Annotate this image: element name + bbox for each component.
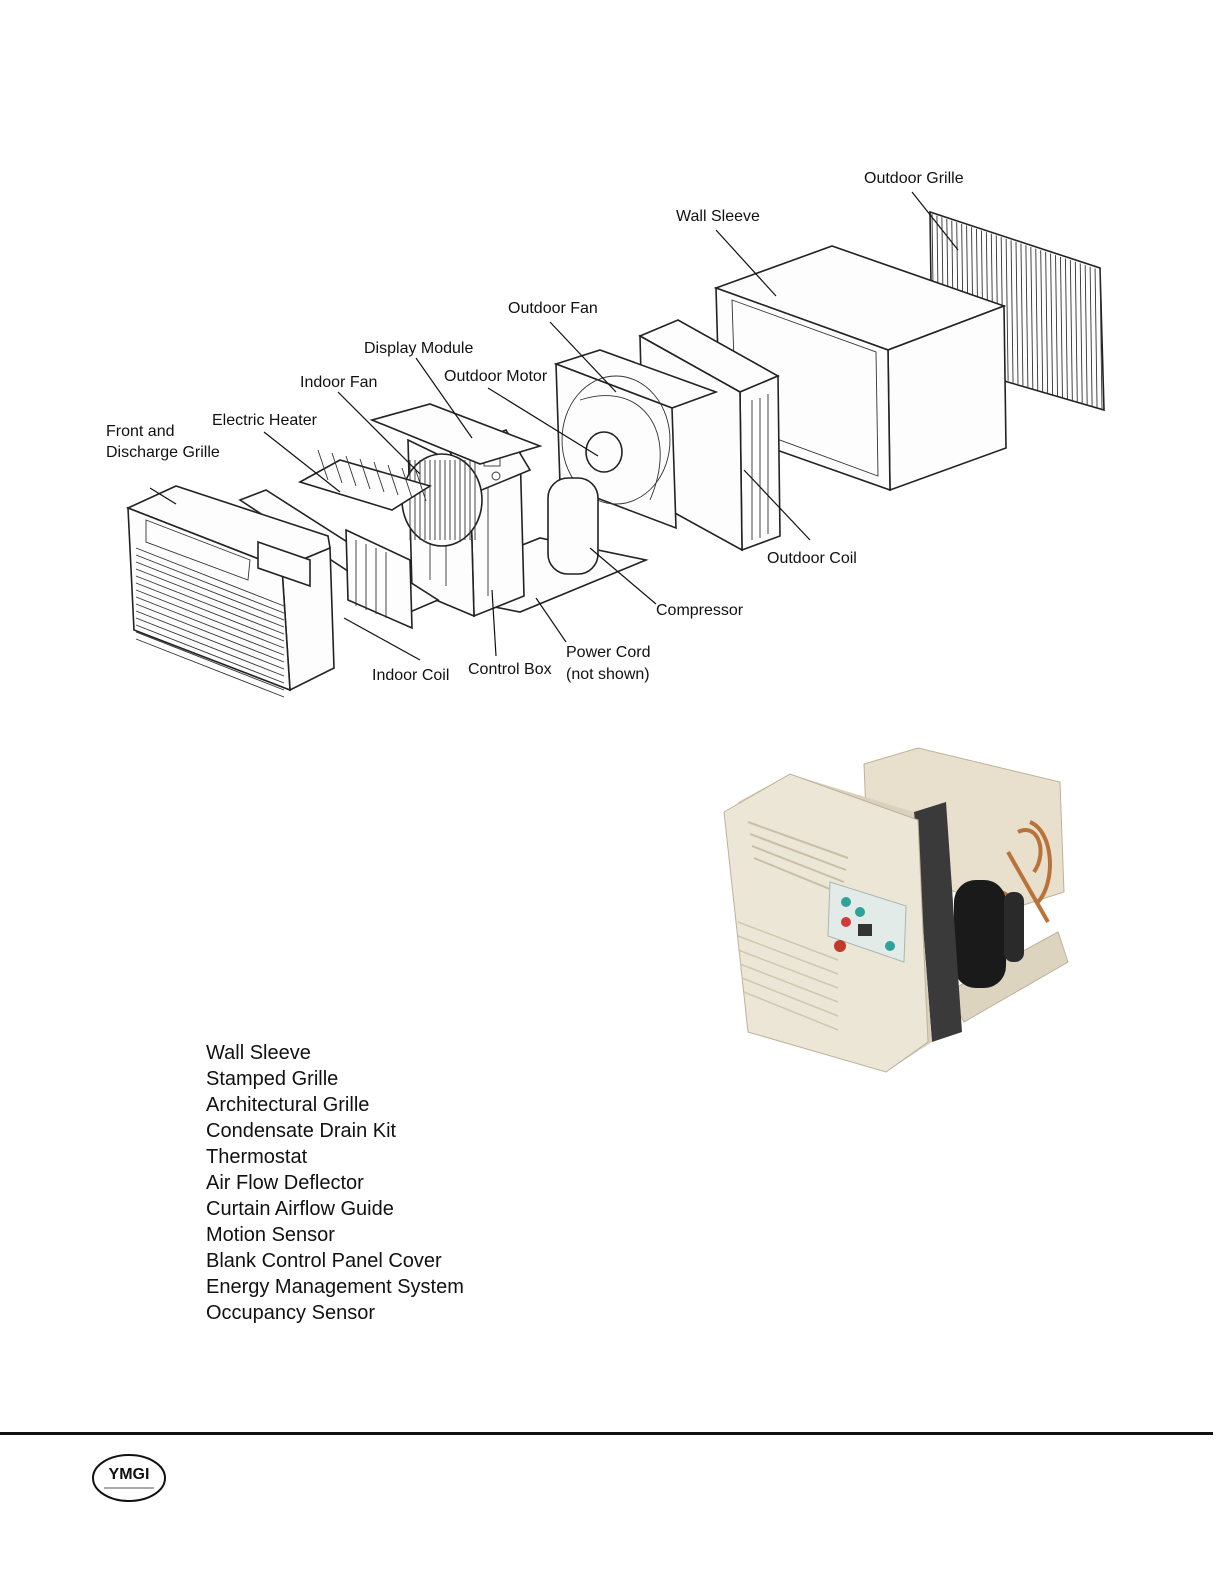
front-louver bbox=[135, 561, 285, 621]
front-grille-part bbox=[125, 485, 335, 698]
footer-divider bbox=[0, 1432, 1213, 1435]
logo-text: YMGI bbox=[109, 1466, 150, 1483]
heater-fin bbox=[387, 464, 399, 496]
heater-fin bbox=[359, 458, 371, 490]
grille-slat bbox=[1055, 255, 1058, 397]
heater-fin bbox=[373, 461, 385, 493]
grille-slat bbox=[1079, 263, 1083, 404]
label-display-module: Display Module bbox=[364, 340, 473, 357]
accessory-item: Stamped Grille bbox=[206, 1068, 339, 1090]
label-indoor-coil: Indoor Coil bbox=[372, 667, 449, 684]
label-electric-heater: Electric Heater bbox=[212, 412, 318, 429]
label-control-box: Control Box bbox=[468, 661, 552, 678]
electric-heater-part bbox=[297, 449, 432, 511]
ymgi-logo: YMGI bbox=[92, 1454, 166, 1502]
indoor-coil-part bbox=[238, 489, 440, 630]
label-power-cord-line1: Power Cord bbox=[566, 644, 650, 661]
front-louver bbox=[135, 631, 285, 691]
photo-intake-louvers bbox=[737, 921, 839, 1031]
front-louver bbox=[135, 617, 285, 677]
heater-fin bbox=[415, 470, 427, 502]
front-louver bbox=[135, 589, 285, 649]
grille-slat bbox=[1020, 243, 1024, 386]
label-front-grille-line1: Front and bbox=[106, 423, 174, 440]
grille-slat bbox=[1064, 258, 1068, 400]
photo-compressor-accumulator bbox=[1004, 892, 1024, 962]
label-indoor-fan: Indoor Fan bbox=[300, 374, 377, 391]
photo-logo-badge bbox=[834, 940, 846, 952]
accessory-item: Air Flow Deflector bbox=[206, 1172, 364, 1194]
front-louver bbox=[135, 596, 285, 656]
accessory-item: Wall Sleeve bbox=[206, 1042, 311, 1064]
label-outdoor-coil: Outdoor Coil bbox=[767, 550, 857, 567]
front-louver bbox=[135, 547, 285, 607]
front-louver bbox=[135, 610, 285, 670]
grille-slat bbox=[1069, 260, 1073, 401]
photo-panel-button bbox=[885, 941, 895, 951]
grille-slat bbox=[1089, 266, 1093, 407]
accessory-item: Occupancy Sensor bbox=[206, 1302, 375, 1324]
photo-discharge-louvers bbox=[747, 821, 849, 895]
front-louver bbox=[135, 568, 285, 628]
grille-slat bbox=[1030, 246, 1034, 389]
grille-slat bbox=[1045, 251, 1049, 394]
photo-front-cabinet bbox=[723, 773, 929, 1073]
grille-slat bbox=[1035, 248, 1039, 391]
photo-panel-button bbox=[841, 897, 851, 907]
heater-fin bbox=[401, 467, 413, 499]
grille-slat bbox=[1025, 245, 1029, 388]
grille-slat bbox=[1050, 253, 1054, 395]
accessory-item: Architectural Grille bbox=[206, 1094, 370, 1116]
heater-fin bbox=[345, 455, 357, 487]
grille-slat bbox=[1084, 265, 1088, 406]
photo-panel-button bbox=[841, 917, 851, 927]
accessories-list: Wall Sleeve Stamped Grille Architectural… bbox=[206, 1040, 464, 1326]
grille-slat bbox=[1094, 268, 1098, 409]
front-louver bbox=[135, 554, 285, 614]
grille-slat bbox=[1010, 240, 1014, 383]
label-outdoor-fan: Outdoor Fan bbox=[508, 300, 598, 317]
label-power-cord-line2: (not shown) bbox=[566, 666, 650, 683]
photo-panel-display bbox=[858, 924, 872, 936]
accessory-item: Blank Control Panel Cover bbox=[206, 1250, 442, 1272]
accessory-item: Curtain Airflow Guide bbox=[206, 1198, 394, 1220]
accessory-item: Motion Sensor bbox=[206, 1224, 335, 1246]
accessory-item: Condensate Drain Kit bbox=[206, 1120, 397, 1142]
unit-product-photo bbox=[723, 747, 1069, 1073]
grille-slat bbox=[1040, 250, 1044, 392]
grille-slat bbox=[1074, 261, 1078, 403]
label-wall-sleeve: Wall Sleeve bbox=[676, 208, 760, 225]
label-compressor: Compressor bbox=[656, 602, 744, 619]
label-outdoor-grille: Outdoor Grille bbox=[864, 170, 964, 187]
accessory-item: Energy Management System bbox=[206, 1276, 464, 1298]
accessory-item: Thermostat bbox=[206, 1146, 308, 1168]
front-louver bbox=[135, 582, 285, 642]
label-outdoor-motor: Outdoor Motor bbox=[444, 368, 548, 385]
front-louver bbox=[135, 624, 285, 684]
label-front-grille-line2: Discharge Grille bbox=[106, 444, 220, 461]
front-louver bbox=[135, 603, 285, 663]
photo-panel-button bbox=[855, 907, 865, 917]
heater-fin bbox=[331, 452, 343, 484]
leader-lines bbox=[149, 191, 959, 661]
front-louver bbox=[135, 638, 285, 698]
grille-slat bbox=[1060, 256, 1063, 398]
grille-slat bbox=[1015, 241, 1019, 385]
heater-fin bbox=[317, 449, 329, 481]
exploded-view-diagram: Outdoor Grille Wall Sleeve Outdoor Fan D… bbox=[106, 170, 1105, 698]
photo-partition bbox=[914, 802, 962, 1042]
photo-compressor bbox=[954, 880, 1006, 988]
indoor-fan-part bbox=[369, 403, 543, 547]
grille-slat bbox=[1099, 269, 1103, 411]
grille-slat bbox=[1005, 238, 1009, 381]
front-louver bbox=[135, 575, 285, 635]
